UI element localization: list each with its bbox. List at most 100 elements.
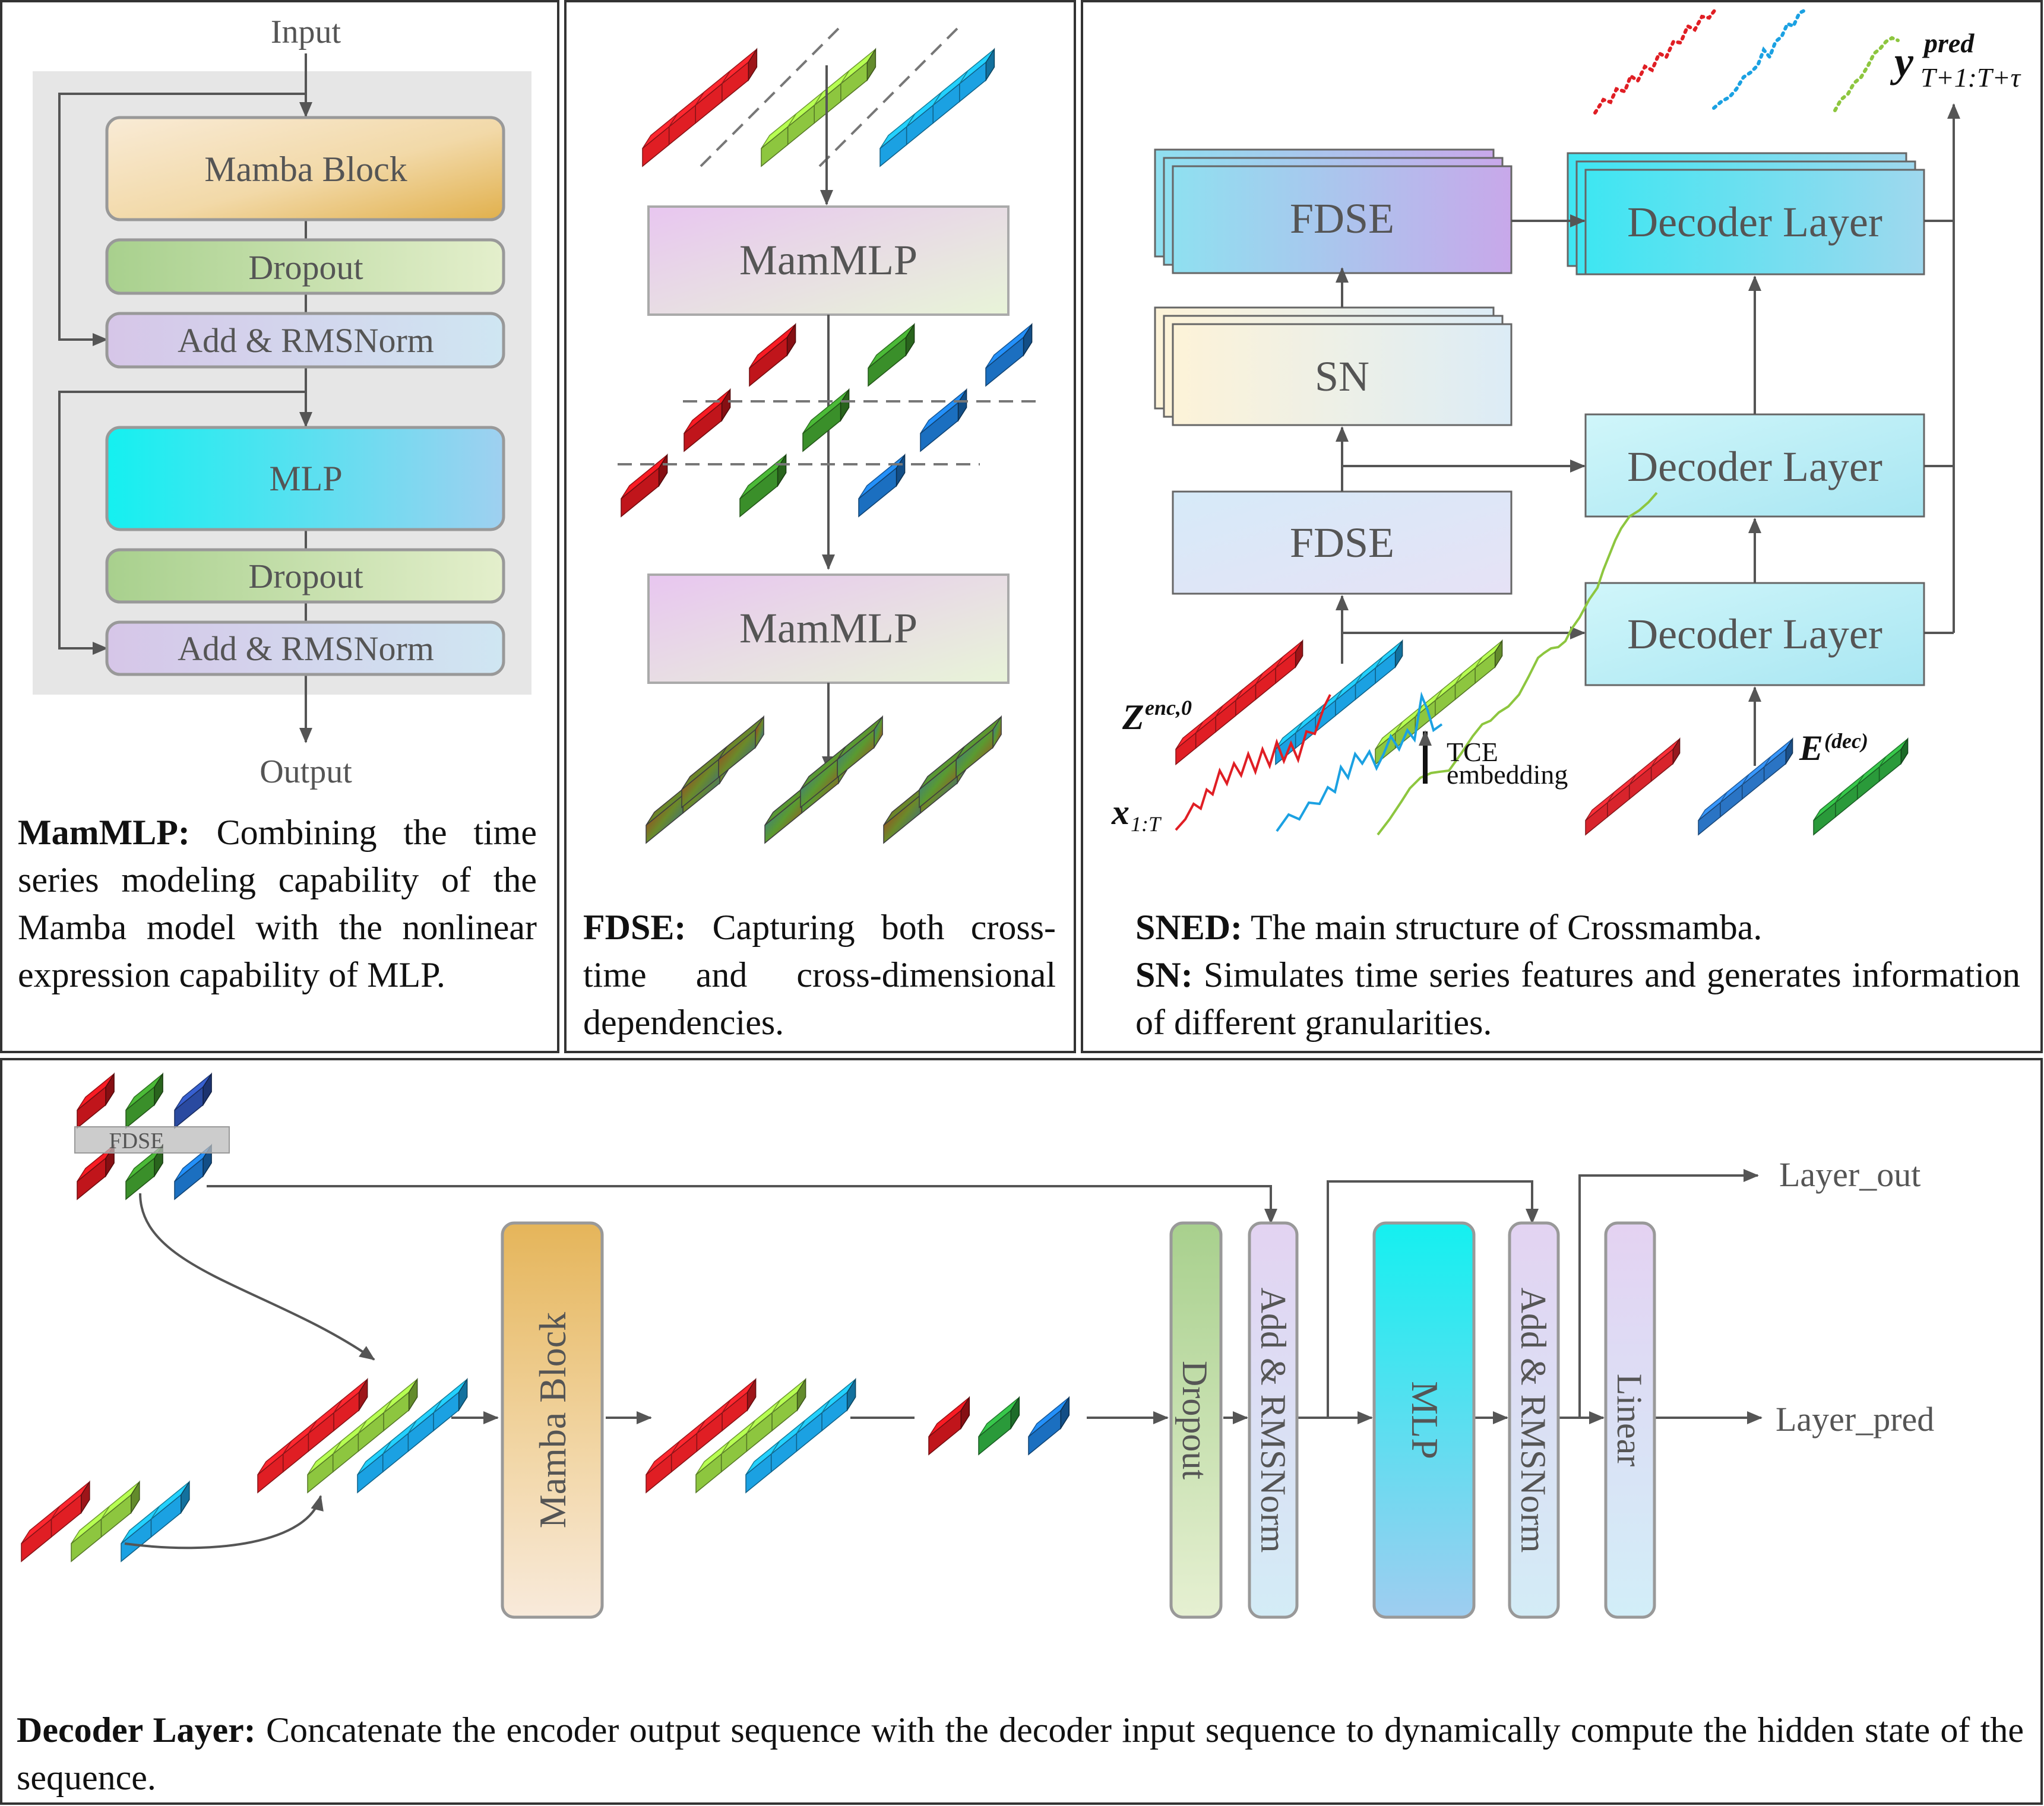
y-pred-sup: pred — [1922, 28, 1975, 58]
segment-end — [846, 1377, 856, 1412]
segment-front — [919, 758, 957, 809]
fdse-icon-cube-1 — [125, 1072, 163, 1129]
e-dec-green-bar — [1813, 737, 1909, 836]
segment-end — [985, 47, 995, 82]
out-bar-3b — [919, 715, 1002, 809]
dec-in-green — [71, 1480, 140, 1563]
mammlp-block-1-label: MamMLP — [739, 236, 917, 284]
fdse-split-bars — [621, 322, 1033, 518]
x-base: x — [1111, 793, 1129, 832]
input-label: Input — [271, 14, 341, 50]
pred-curve-green — [1833, 36, 1900, 112]
output-label: Output — [260, 753, 352, 790]
mid-cube-4 — [802, 388, 850, 452]
dec-mlp-label: MLP — [1404, 1381, 1446, 1459]
dropout-1 — [105, 238, 505, 295]
mammlp-block-1 — [647, 205, 1010, 316]
dropout-2 — [105, 548, 505, 604]
mid-cube-5 — [920, 388, 967, 452]
mamba-out-red — [646, 1377, 757, 1494]
segment-front — [71, 1518, 102, 1563]
segment-end — [746, 1377, 757, 1412]
layer-out-label: Layer_out — [1779, 1155, 1920, 1194]
sned-caption-text-1: The main structure of Crossmamba. — [1242, 908, 1763, 947]
fdse-input-bars — [642, 47, 995, 167]
segment-front — [761, 126, 789, 167]
y-pred-base: y — [1890, 38, 1914, 85]
segment-end — [721, 388, 731, 422]
segment-end — [777, 453, 787, 487]
segment-end — [105, 1072, 115, 1107]
mammlp-block-2 — [647, 574, 1010, 684]
fdse-icon-cube-3 — [77, 1143, 115, 1200]
mamba-out-blue — [745, 1377, 856, 1494]
mid-cube-3 — [684, 388, 731, 452]
decoder-stack-label: Decoder Layer — [1627, 198, 1882, 246]
panel-sned — [1081, 0, 2043, 1053]
out-bar-1b — [681, 715, 764, 809]
mamba-out-green — [695, 1377, 806, 1494]
mid-cube-6 — [621, 453, 668, 518]
mid-cube-7 — [739, 453, 787, 518]
segment-end — [408, 1377, 418, 1412]
concat-green — [307, 1377, 418, 1494]
fdse-icon-cube-2 — [174, 1072, 212, 1129]
last-step-red — [928, 1396, 970, 1456]
panel-fdse — [564, 0, 1076, 1053]
segment-end — [1785, 737, 1793, 765]
sned-caption-1: SNED: The main structure of Crossmamba. — [1135, 904, 2020, 951]
fdse-single-label: FDSE — [1290, 519, 1394, 566]
x-sub: 1:T — [1131, 812, 1162, 836]
mamba-block — [105, 116, 505, 221]
segment-end — [866, 47, 877, 82]
e-dec-blue-bar — [1698, 737, 1793, 836]
mid-cube-0 — [749, 322, 796, 387]
sn-stack-front — [1172, 323, 1513, 426]
z-enc-base: Z — [1122, 698, 1144, 737]
fdse-stack-front — [1172, 165, 1513, 274]
e-dec-base: E — [1799, 728, 1823, 768]
segment-front — [800, 758, 838, 809]
segment-end — [81, 1480, 90, 1514]
decoder-layer-2-label: Decoder Layer — [1627, 443, 1882, 490]
mammlp-caption-title: MamMLP: — [18, 813, 190, 852]
segment-end — [874, 715, 883, 749]
mammlp-caption: MamMLP: Combining the time series modeli… — [18, 809, 537, 999]
last-step-green — [978, 1396, 1020, 1456]
sn-label: SN — [1315, 353, 1369, 400]
z-enc-sup: enc,0 — [1145, 696, 1192, 720]
segment-end — [458, 1377, 468, 1412]
segment-end — [755, 715, 764, 749]
segment-end — [131, 1480, 140, 1514]
segment-front — [1275, 732, 1296, 766]
sned-caption-2: SN: Simulates time series features and g… — [1135, 951, 2020, 1046]
dec-mamba-block — [501, 1221, 604, 1619]
segment-end — [181, 1480, 190, 1514]
top-bar-green — [761, 47, 877, 167]
segment-end — [960, 1396, 970, 1430]
segment-front — [646, 794, 684, 844]
panel-mammlp — [0, 0, 559, 1053]
pred-curve-red — [1593, 7, 1718, 115]
mammlp-block-2-label: MamMLP — [739, 604, 917, 652]
dec-in-blue — [121, 1480, 190, 1563]
segment-end — [840, 388, 850, 422]
decoder-stack-front — [1584, 169, 1925, 275]
last-step-blue — [1028, 1396, 1070, 1456]
add-norm-2-label: Add & RMSNorm — [178, 629, 434, 668]
segment-end — [1672, 737, 1681, 765]
x-curve-blue — [1276, 691, 1443, 832]
dec-in-red — [21, 1480, 90, 1563]
dec-add-norm-1-label: Add & RMSNorm — [1254, 1288, 1293, 1553]
segment-front — [1813, 801, 1836, 836]
segment-end — [796, 1377, 806, 1412]
add-norm-1 — [105, 312, 505, 369]
dropout-1-label: Dropout — [248, 248, 363, 287]
fdse-icon-cube-0 — [77, 1072, 115, 1129]
fdse-stack-label: FDSE — [1290, 195, 1394, 242]
segment-end — [658, 453, 668, 487]
segment-front — [764, 794, 802, 844]
sned-embedding-bars — [1175, 639, 1909, 836]
decoder-bars — [21, 1072, 1070, 1563]
mid-cube-8 — [858, 453, 906, 518]
